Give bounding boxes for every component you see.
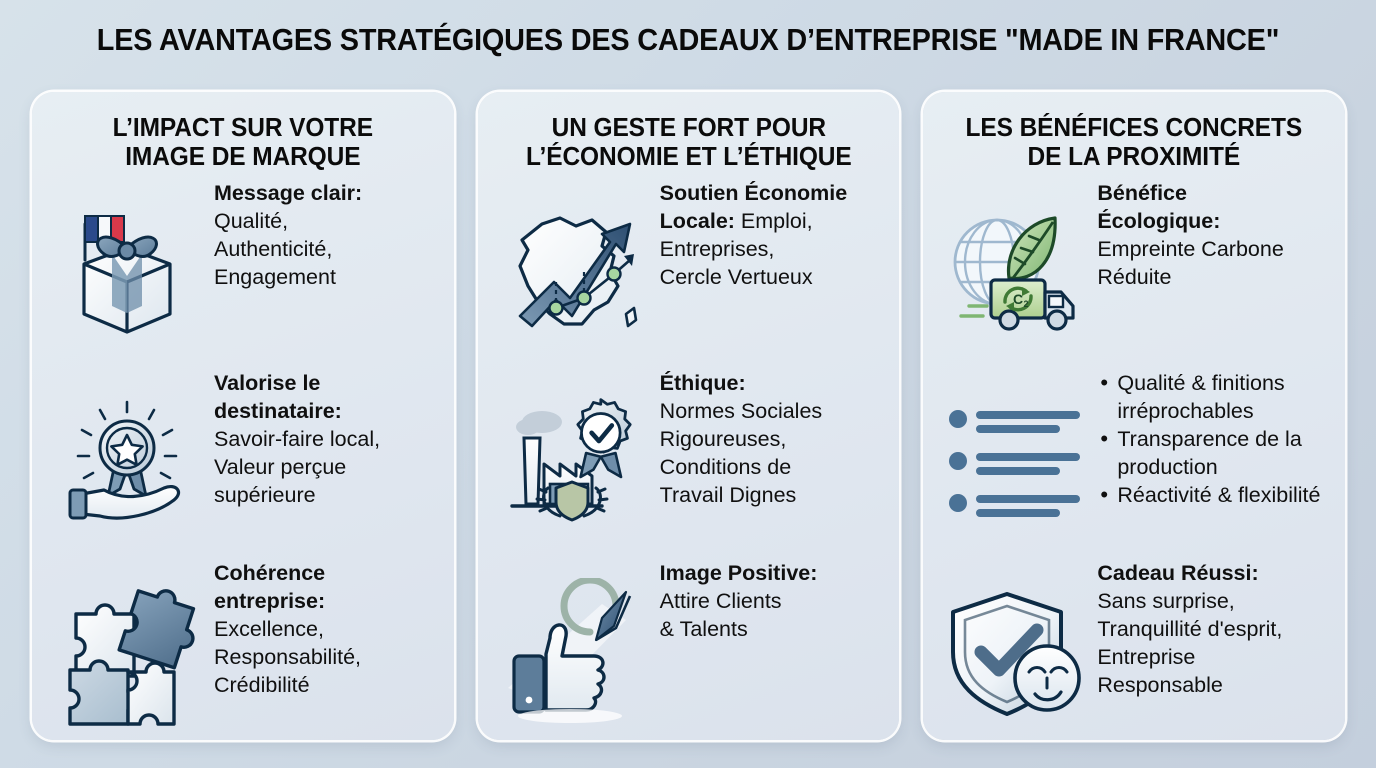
item-body-line: Travail Dignes (659, 482, 797, 507)
item-heading: Éthique: (659, 371, 746, 396)
item-body-line: Conditions de (659, 454, 792, 479)
item-body-line: Valeur perçue (214, 454, 347, 479)
globe-leaf-eco-truck-icon: C 2 (939, 178, 1089, 368)
item-body-line: Normes Sociales (659, 399, 823, 424)
item-heading: Valorise le (214, 371, 321, 396)
list-item: Transparence de la production (1100, 425, 1329, 481)
list-item: Cadeau Réussi: Sans surprise, Tranquilli… (939, 558, 1329, 748)
column-card-economy-ethics: UN GESTE FORT POUR L’ÉCONOMIE ET L’ÉTHIQ… (477, 92, 900, 740)
item-heading: Bénéfice (1097, 181, 1187, 206)
item-body-line: Entreprises, (659, 237, 775, 261)
item-text: Soutien Économie Locale: Emploi, Entrepr… (660, 178, 884, 292)
column-title-economy-ethics: UN GESTE FORT POUR L’ÉCONOMIE ET L’ÉTHIQ… (501, 114, 875, 172)
item-body-line: Excellence, (214, 617, 324, 641)
thumbs-up-rising-arrow-icon (494, 558, 652, 748)
page-title: LES AVANTAGES STRATÉGIQUES DES CADEAUX D… (96, 22, 1280, 57)
item-heading: Soutien Économie (659, 181, 848, 206)
item-text: Message clair: Qualité, Authenticité, En… (214, 178, 438, 292)
item-text: Cohérence entreprise: Excellence, Respon… (214, 558, 438, 700)
column-items-brand-image: Message clair: Qualité, Authenticité, En… (48, 178, 438, 748)
list-item: Éthique: Normes Sociales Rigoureuses, Co… (494, 368, 884, 558)
list-item: Valorise le destinataire: Savoir-faire l… (48, 368, 438, 558)
item-body-line: Tranquillité d'esprit, (1097, 617, 1283, 641)
hand-holding-award-medal-icon (48, 368, 206, 558)
item-body-line: Savoir-faire local, (214, 427, 381, 451)
item-body-line: Sans surprise, (1097, 589, 1235, 614)
item-body-line: Rigoureuses, (659, 427, 787, 451)
columns-container: L’IMPACT SUR VOTRE IMAGE DE MARQUE (32, 92, 1346, 740)
column-title-line-2: DE LA PROXIMITÉ (1027, 143, 1241, 172)
checklist-lines-icon (939, 368, 1089, 558)
item-heading: Message clair: (214, 181, 363, 206)
column-title-line-2: L’ÉCONOMIE ET L’ÉTHIQUE (525, 143, 852, 172)
item-heading: Locale: (659, 209, 735, 234)
list-item: Qualité & finitions irréprochables (1100, 369, 1329, 425)
item-body-line: Attire Clients (659, 589, 782, 614)
item-heading: destinataire: (214, 399, 342, 424)
column-items-proximity-benefits: C 2 Bénéfice Écologique: Empreinte Carbo… (939, 178, 1329, 748)
column-title-proximity-benefits: LES BÉNÉFICES CONCRETS DE LA PROXIMITÉ (947, 114, 1321, 172)
list-item: Réactivité & flexibilité (1100, 481, 1329, 510)
item-text: Valorise le destinataire: Savoir-faire l… (214, 368, 438, 510)
list-item: Qualité & finitions irréprochables Trans… (939, 368, 1329, 558)
list-item: Message clair: Qualité, Authenticité, En… (48, 178, 438, 368)
item-inline-text: Emploi, (734, 209, 813, 234)
column-title-line-2: IMAGE DE MARQUE (125, 143, 361, 172)
column-card-proximity-benefits: LES BÉNÉFICES CONCRETS DE LA PROXIMITÉ (923, 92, 1346, 740)
column-card-brand-image: L’IMPACT SUR VOTRE IMAGE DE MARQUE (32, 92, 454, 740)
shield-check-smiling-face-icon (939, 558, 1089, 748)
item-text: Qualité & finitions irréprochables Trans… (1097, 368, 1329, 511)
item-heading: Cohérence (214, 561, 326, 586)
item-body-line: Crédibilité (214, 672, 310, 697)
france-map-growth-arrow-icon (494, 178, 652, 368)
item-body-line: Réduite (1097, 264, 1172, 289)
item-heading: entreprise: (214, 589, 326, 614)
item-heading: Cadeau Réussi: (1097, 561, 1259, 586)
item-heading: Image Positive: (659, 561, 818, 586)
item-body-line: Qualité, (214, 209, 289, 234)
item-body-line: Responsable (1097, 672, 1223, 697)
list-item: C 2 Bénéfice Écologique: Empreinte Carbo… (939, 178, 1329, 368)
column-title-line-1: LES BÉNÉFICES CONCRETS (965, 114, 1303, 142)
column-title-brand-image: L’IMPACT SUR VOTRE IMAGE DE MARQUE (56, 114, 430, 172)
list-item: Image Positive: Attire Clients & Talents (494, 558, 884, 748)
column-items-economy-ethics: Soutien Économie Locale: Emploi, Entrepr… (494, 178, 884, 748)
item-body-line: Authenticité, (214, 237, 333, 261)
item-body-line: Entreprise (1097, 644, 1196, 669)
item-body-line: Empreinte Carbone (1097, 237, 1284, 261)
item-body-line: Cercle Vertueux (659, 264, 813, 289)
item-text: Éthique: Normes Sociales Rigoureuses, Co… (660, 368, 884, 510)
item-heading: Écologique: (1097, 209, 1221, 234)
item-text: Bénéfice Écologique: Empreinte Carbone R… (1097, 178, 1329, 292)
item-body-line: Engagement (214, 264, 336, 289)
list-item: Soutien Économie Locale: Emploi, Entrepr… (494, 178, 884, 368)
list-item: Cohérence entreprise: Excellence, Respon… (48, 558, 438, 748)
factory-certificate-badge-icon (494, 368, 652, 558)
benefits-bullet-list: Qualité & finitions irréprochables Trans… (1097, 369, 1329, 511)
item-body-line: Responsabilité, (214, 644, 362, 669)
column-title-line-1: UN GESTE FORT POUR (551, 114, 826, 142)
svg-text:C: C (1013, 291, 1023, 307)
item-body-line: & Talents (659, 617, 748, 641)
puzzle-pieces-icon (48, 558, 206, 748)
item-text: Cadeau Réussi: Sans surprise, Tranquilli… (1097, 558, 1329, 700)
column-title-line-1: L’IMPACT SUR VOTRE (112, 114, 373, 142)
svg-text:2: 2 (1024, 299, 1029, 309)
item-body-line: supérieure (214, 482, 316, 507)
item-text: Image Positive: Attire Clients & Talents (660, 558, 884, 644)
gift-box-french-flag-icon (48, 178, 206, 368)
